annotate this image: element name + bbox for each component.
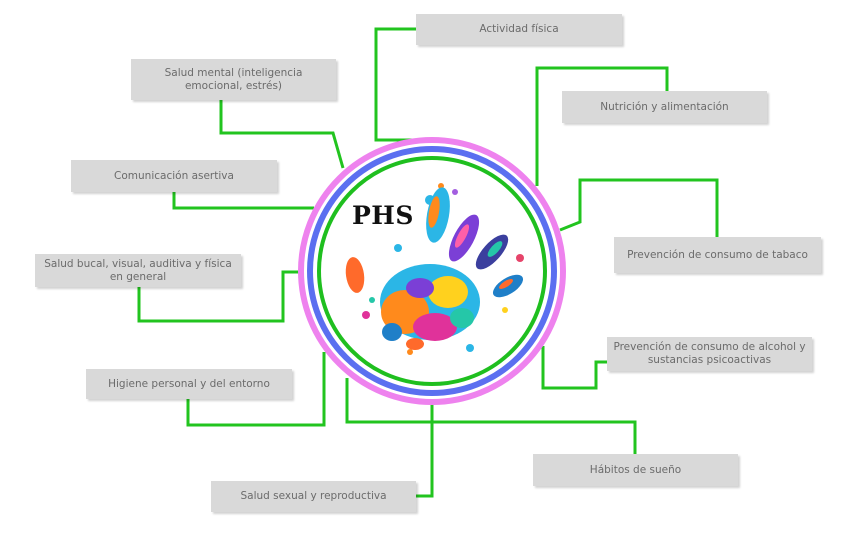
- topic-box-actividad-fisica[interactable]: Actividad física: [416, 14, 622, 45]
- connector-nutricion: [535, 66, 669, 186]
- connector-salud-bucal: [137, 270, 304, 323]
- connector-sueno: [345, 378, 637, 454]
- connector-salud-mental: [219, 100, 345, 169]
- connector-comunicacion: [172, 192, 314, 210]
- topic-box-salud-sexual[interactable]: Salud sexual y reproductiva: [211, 481, 416, 512]
- connector-tabaco: [559, 178, 719, 237]
- connector-higiene: [186, 352, 326, 427]
- colorful-paint-handprint-image: [345, 183, 524, 355]
- topic-box-nutricion[interactable]: Nutrición y alimentación: [562, 91, 767, 123]
- topic-box-prevencion-tabaco[interactable]: Prevención de consumo de tabaco: [614, 237, 821, 273]
- topic-box-habitos-sueno[interactable]: Hábitos de sueño: [533, 454, 738, 486]
- topic-box-higiene-personal[interactable]: Higiene personal y del entorno: [86, 369, 292, 399]
- topic-box-prevencion-alcohol[interactable]: Prevención de consumo de alcohol y susta…: [607, 337, 812, 371]
- connector-alcohol: [541, 346, 607, 390]
- topic-box-salud-mental[interactable]: Salud mental (inteligencia emocional, es…: [131, 59, 336, 100]
- center-title: PHS: [352, 201, 414, 230]
- topic-box-comunicacion-asertiva[interactable]: Comunicación asertiva: [71, 160, 277, 192]
- topic-box-salud-bucal[interactable]: Salud bucal, visual, auditiva y física e…: [35, 254, 241, 287]
- connector-salud-sexual: [416, 386, 434, 498]
